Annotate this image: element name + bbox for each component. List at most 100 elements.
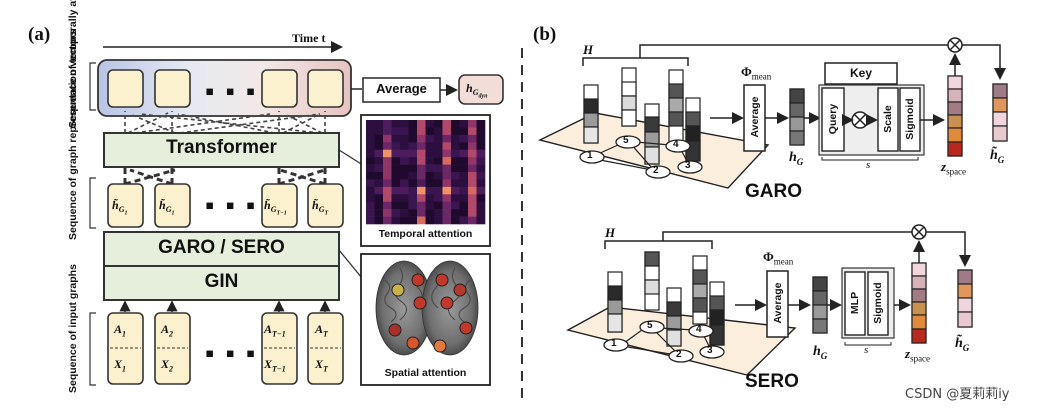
heatmap-cell <box>476 142 486 151</box>
sero-node-3: 3 <box>707 345 713 356</box>
heatmap-cell <box>366 127 375 136</box>
sero-mlp-label: MLP <box>849 291 861 315</box>
heatmap-cell <box>374 216 384 225</box>
heatmap-cell <box>366 172 375 180</box>
heatmap-cell <box>425 127 435 136</box>
heatmap-cell <box>366 149 375 158</box>
heatmap-cell <box>468 127 477 136</box>
vector-cell <box>154 183 191 228</box>
heatmap-cell <box>383 164 392 173</box>
vector-cell <box>261 183 298 228</box>
heatmap-cell <box>442 179 452 188</box>
heatmap-cell <box>408 201 418 210</box>
heatmap-cell <box>425 201 435 210</box>
heatmap-cell <box>391 120 401 128</box>
heatmap-cell <box>459 127 469 136</box>
heatmap-cell <box>391 127 401 136</box>
side-label-bottom: Sequence of input graphs <box>67 264 79 393</box>
heatmap-cell <box>459 216 469 225</box>
heatmap-cell <box>434 179 443 188</box>
garo-hg-label: hG <box>789 150 804 167</box>
garo-node-2: 2 <box>653 165 659 176</box>
heatmap-cell <box>468 216 477 225</box>
heatmap-cell <box>451 164 460 173</box>
heatmap-cell <box>451 157 460 165</box>
heatmap-cell <box>383 134 392 143</box>
heatmap-cell <box>459 142 469 151</box>
heatmap-cell <box>383 172 392 180</box>
heatmap-cell <box>468 157 477 165</box>
sero-node-5: 5 <box>647 320 653 331</box>
input-cells <box>107 312 344 385</box>
heatmap-cell <box>442 134 452 143</box>
input-a-t: AT <box>315 322 328 339</box>
side-label-middle: Sequence of graph representation vectors <box>67 29 79 240</box>
temporal-attention-heatmap <box>366 120 486 225</box>
heatmap-cell <box>374 120 384 128</box>
spatial-attention-caption: Spatial attention <box>384 367 467 379</box>
garo-node-3: 3 <box>685 160 691 171</box>
heatmap-cell <box>459 194 469 203</box>
heatmap-cell <box>417 149 426 158</box>
heatmap-cell <box>434 164 443 173</box>
vector-label-1: h̃G1 <box>112 198 128 217</box>
heatmap-cell <box>442 120 452 128</box>
heatmap-cell <box>391 157 401 165</box>
heatmap-cell <box>366 201 375 210</box>
sero-title: SERO <box>745 371 799 392</box>
heatmap-cell <box>425 172 435 180</box>
heatmap-cell <box>451 127 460 136</box>
input-x-t-minus-1: XT−1 <box>264 357 286 374</box>
heatmap-cell <box>476 186 486 195</box>
heatmap-cell <box>366 216 375 225</box>
heatmap-cell <box>417 142 426 151</box>
heatmap-cell <box>374 186 384 195</box>
attended-cell <box>154 69 191 108</box>
sero-htilde-label: h̃G <box>955 336 970 353</box>
heatmap-cell <box>468 172 477 180</box>
heatmap-cell <box>442 216 452 225</box>
heatmap-cell <box>476 172 486 180</box>
heatmap-cell <box>366 186 375 195</box>
heatmap-cell <box>374 134 384 143</box>
brain-image <box>375 260 479 356</box>
heatmap-cell <box>468 179 477 188</box>
average-label-a: Average <box>376 81 427 96</box>
heatmap-cell <box>374 194 384 203</box>
heatmap-cell <box>417 186 426 195</box>
heatmap-cell <box>391 186 401 195</box>
heatmap-cell <box>434 194 443 203</box>
heatmap-cell <box>374 149 384 158</box>
heatmap-cell <box>434 120 443 128</box>
heatmap-cell <box>383 179 392 188</box>
heatmap-cell <box>476 194 486 203</box>
heatmap-cell <box>391 164 401 173</box>
garo-htilde-label: h̃G <box>990 148 1005 165</box>
heatmap-cell <box>451 134 460 143</box>
heatmap-cell <box>383 209 392 217</box>
heatmap-cell <box>468 164 477 173</box>
heatmap-cell <box>417 194 426 203</box>
heatmap-cell <box>442 201 452 210</box>
garo-query-label: Query <box>827 103 839 135</box>
heatmap-cell <box>383 120 392 128</box>
heatmap-cell <box>374 164 384 173</box>
heatmap-cell <box>476 216 486 225</box>
heatmap-cell <box>383 149 392 158</box>
heatmap-cell <box>451 172 460 180</box>
garo-sigmoid-label: Sigmoid <box>904 98 916 140</box>
heatmap-cell <box>476 157 486 165</box>
heatmap-cell <box>400 142 409 151</box>
heatmap-cell <box>425 149 435 158</box>
heatmap-cell <box>442 172 452 180</box>
heatmap-cell <box>391 172 401 180</box>
vector-cell <box>307 183 344 228</box>
top-bracket <box>89 62 96 111</box>
heatmap-cell <box>400 120 409 128</box>
heatmap-cell <box>408 157 418 165</box>
vector-label-2: h̃G1 <box>159 198 175 217</box>
vector-label-t-minus-1: h̃GT−1 <box>264 198 287 217</box>
attention-dashed-lines <box>124 111 326 134</box>
heatmap-cell <box>442 164 452 173</box>
heatmap-cell <box>476 164 486 173</box>
